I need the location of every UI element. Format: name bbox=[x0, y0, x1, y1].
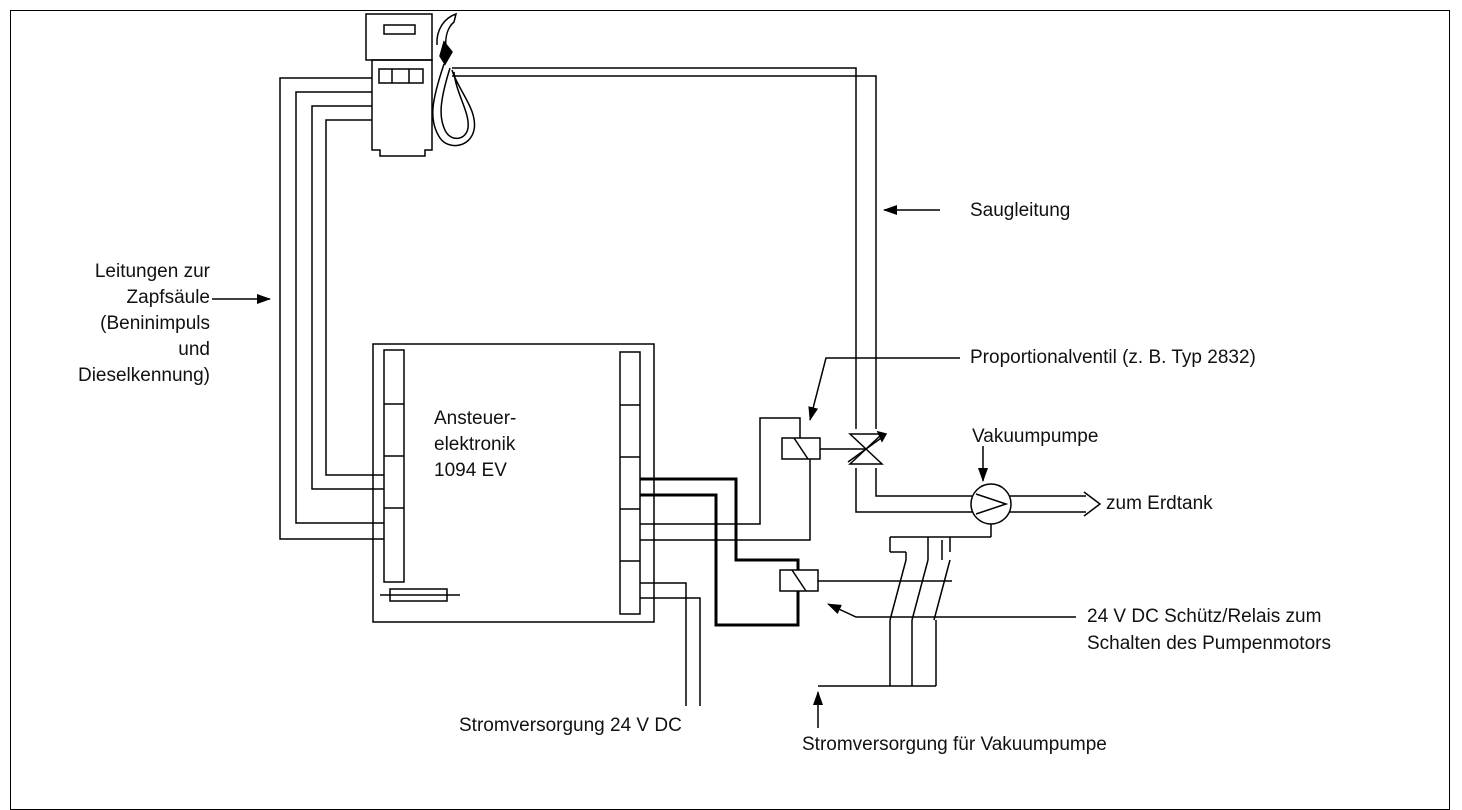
arrow-to-relay bbox=[827, 603, 1076, 618]
dispenser-counter bbox=[378, 68, 424, 84]
label-vakuumpumpe: Vakuumpumpe bbox=[972, 426, 1099, 447]
label-relais-2: Schalten des Pumpenmotors bbox=[1087, 633, 1331, 654]
proportional-valve bbox=[842, 430, 888, 465]
label-leitungen: Leitungen zur Zapfsäule (Beninimpuls und… bbox=[10, 259, 210, 389]
label-saugleitung: Saugleitung bbox=[970, 200, 1071, 221]
relay bbox=[640, 477, 952, 627]
label-ansteuer-1: Ansteuer- bbox=[434, 408, 517, 429]
label-relais: 24 V DC Schütz/Relais zum Schalten des P… bbox=[1087, 603, 1331, 657]
wiring-diagram bbox=[212, 12, 1102, 728]
nozzle-grip-icon bbox=[439, 40, 453, 66]
label-ansteuer-3: 1094 EV bbox=[434, 460, 507, 481]
controller-box bbox=[372, 343, 655, 623]
right-terminal-block bbox=[619, 351, 641, 615]
annotation-arrows bbox=[212, 205, 1076, 728]
nozzle bbox=[436, 12, 458, 49]
label-strom-pumpe: Stromversorgung für Vakuumpumpe bbox=[802, 734, 1107, 755]
label-proportionalventil: Proportionalventil (z. B. Typ 2832) bbox=[970, 347, 1256, 368]
dispenser-display-slot bbox=[383, 24, 416, 35]
dispenser bbox=[365, 12, 476, 157]
label-leitungen-3: (Beninimpuls bbox=[100, 313, 210, 334]
label-relais-1: 24 V DC Schütz/Relais zum bbox=[1087, 606, 1322, 627]
label-leitungen-4: und bbox=[178, 339, 210, 360]
dispenser-cables bbox=[279, 77, 384, 540]
left-terminal-block bbox=[383, 349, 405, 583]
label-leitungen-2: Zapfsäule bbox=[126, 287, 210, 308]
controller-outline bbox=[372, 343, 655, 623]
vacuum-pump bbox=[890, 483, 1012, 538]
label-leitungen-1: Leitungen zur bbox=[94, 261, 210, 282]
power-wires bbox=[640, 582, 701, 706]
nozzle-hose bbox=[432, 63, 476, 147]
label-ansteuerelektronik: Ansteuer- elektronik 1094 EV bbox=[434, 406, 516, 484]
label-leitungen-5: Dieselkennung) bbox=[77, 365, 210, 386]
label-strom24: Stromversorgung 24 V DC bbox=[459, 715, 682, 736]
valve-wires bbox=[640, 417, 842, 541]
arrow-to-valve bbox=[808, 357, 960, 421]
label-erdtank: zum Erdtank bbox=[1106, 493, 1213, 514]
dispenser-display bbox=[365, 13, 433, 61]
suction-line bbox=[452, 67, 1102, 517]
label-ansteuer-2: elektronik bbox=[434, 434, 516, 455]
dispenser-body bbox=[371, 59, 433, 157]
contactor bbox=[818, 537, 951, 687]
